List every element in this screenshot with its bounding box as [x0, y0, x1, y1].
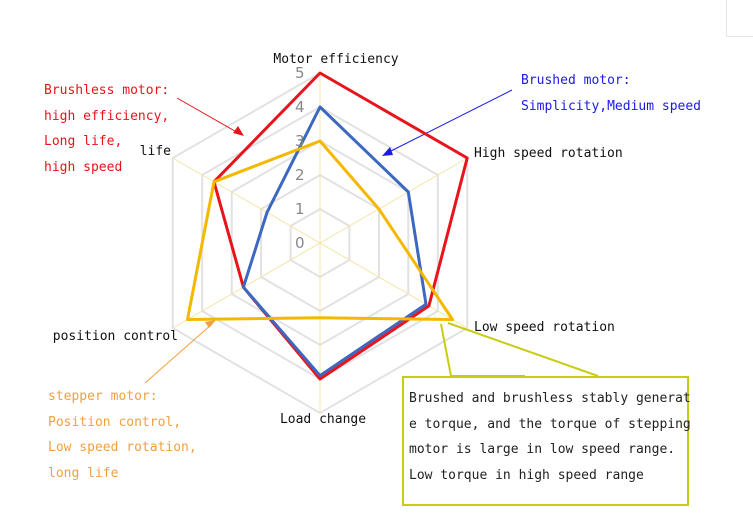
note-line: Position control,: [48, 414, 182, 430]
stepper-connector: [144, 323, 213, 384]
axis-label: Motor efficiency: [273, 52, 398, 67]
note-line: stepper motor:: [48, 389, 158, 404]
brushless-arrowhead: [233, 126, 244, 136]
note-line: Brushless motor:: [44, 83, 170, 98]
stepper-arrowhead: [205, 320, 216, 328]
note-line: motor is large in low speed range.: [409, 442, 676, 457]
note-line: e torque, and the torque of stepping: [409, 416, 691, 432]
radar-ticks: 0 1 2 3 4 5: [295, 64, 305, 252]
series-line: [241, 105, 428, 378]
brushed-motor-note: Brushed motor: Simplicity,Medium speed: [521, 68, 701, 119]
tick-label: 1: [295, 200, 305, 218]
tick-label: 4: [295, 98, 305, 116]
axis-label: life: [140, 144, 171, 159]
note-line: Simplicity,Medium speed: [521, 98, 702, 114]
grid-spoke: [172, 242, 321, 329]
radar-grid: [171, 71, 469, 415]
tick-label: 3: [295, 132, 305, 150]
axis-label: position control: [53, 329, 178, 344]
torque-connector: [447, 322, 599, 377]
note-line: high efficiency,: [44, 108, 170, 124]
grid-spoke: [319, 157, 468, 244]
axis-label: Load change: [280, 412, 366, 427]
axis-label: High speed rotation: [474, 146, 623, 161]
grid-spoke: [319, 242, 468, 329]
note-line: Low torque in high speed range: [409, 467, 644, 483]
note-line: high speed: [44, 159, 123, 175]
note-line: Brushed motor:: [521, 73, 631, 88]
corner-frame: [726, 0, 753, 37]
tick-label: 2: [295, 166, 305, 184]
brushless-connector: [176, 97, 241, 135]
brushless-motor-note: Brushless motor: high efficiency, Long l…: [44, 78, 169, 180]
brushed-connector: [386, 89, 513, 154]
note-line: long life: [48, 465, 119, 481]
note-line: Long life,: [44, 134, 123, 149]
note-line: Brushed and brushless stably generat: [409, 391, 691, 406]
tick-label: 5: [295, 64, 305, 82]
tick-label: 0: [295, 234, 305, 252]
axis-label: Low speed rotation: [474, 320, 615, 335]
series-line: [186, 139, 454, 321]
radar-series: [186, 71, 469, 381]
torque-note-box: Brushed and brushless stably generat e t…: [402, 376, 691, 506]
stepper-motor-note: stepper motor: Position control, Low spe…: [48, 384, 197, 486]
note-line: Low speed rotation,: [48, 440, 197, 455]
grid-spoke: [172, 157, 321, 244]
brushed-arrowhead: [382, 147, 393, 156]
